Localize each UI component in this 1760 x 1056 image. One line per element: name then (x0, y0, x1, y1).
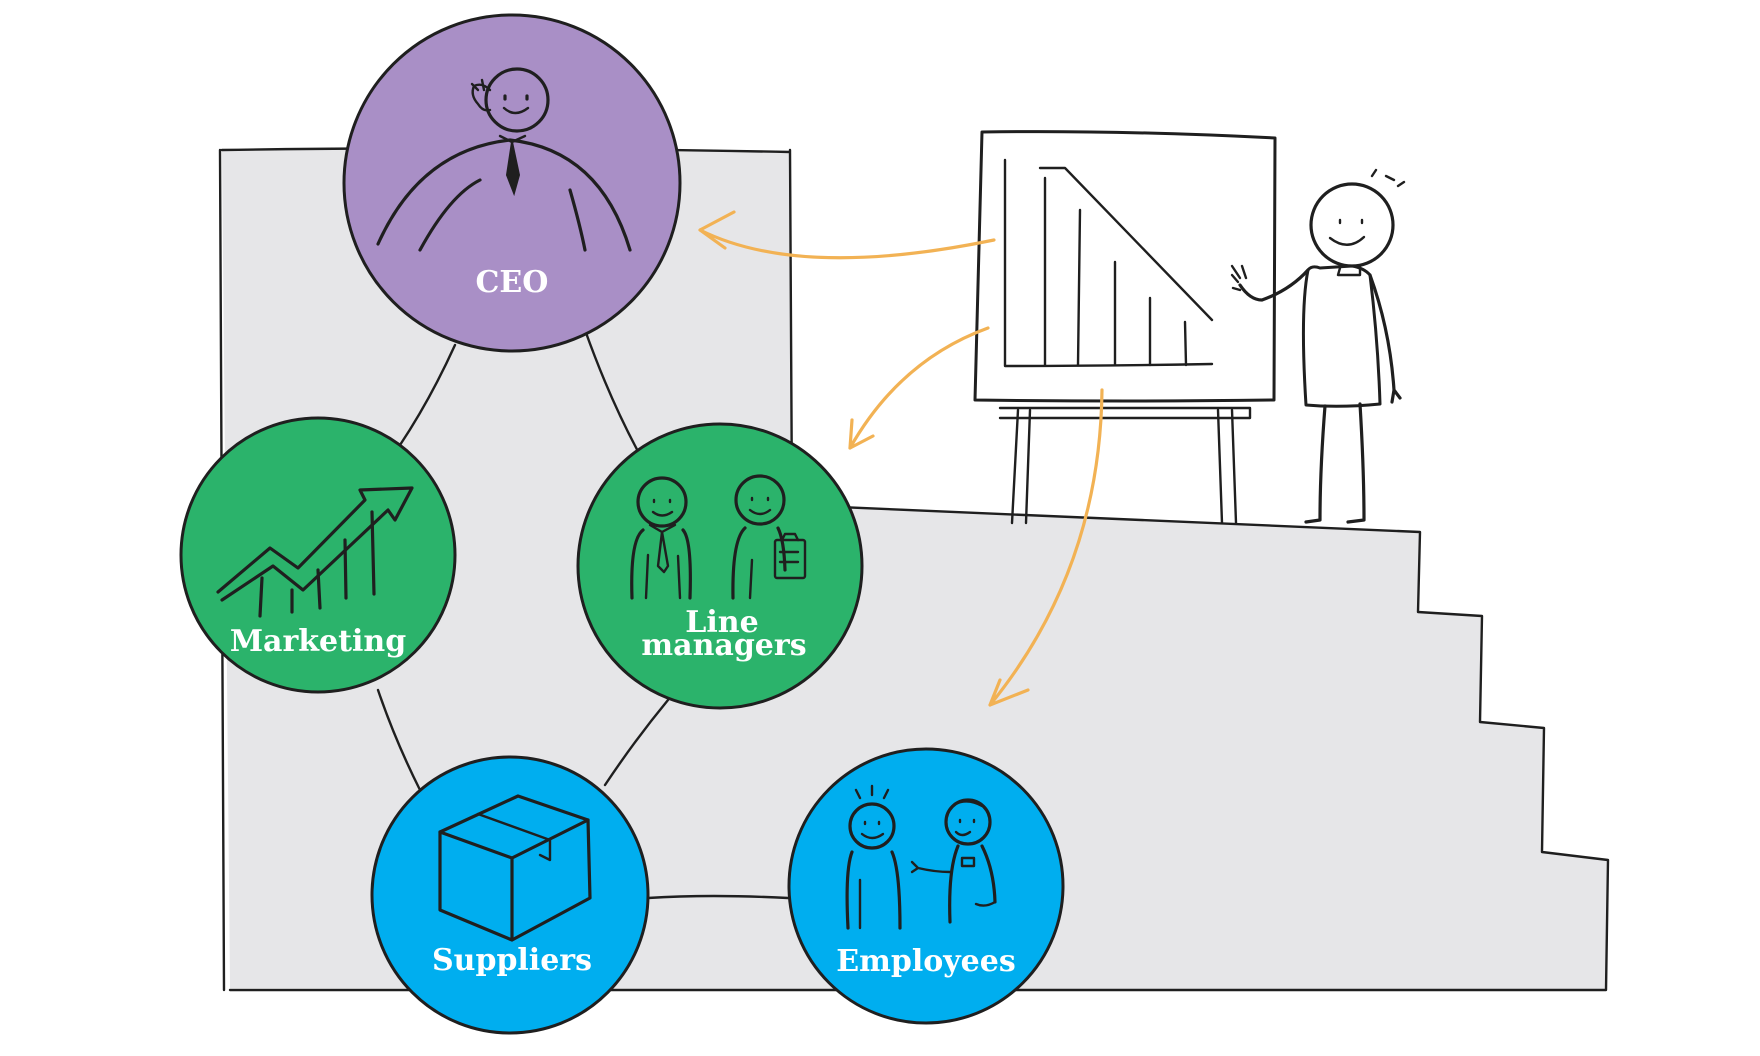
node-ceo: CEO (342, 13, 682, 353)
employees-circle (787, 747, 1065, 1025)
marketing-circle (179, 416, 457, 694)
connector-ceo-line-managers (583, 328, 642, 457)
line-managers-label-line2: managers (641, 628, 806, 663)
stick-figure-presenter-icon (973, 130, 1406, 525)
node-marketing: Marketing (179, 416, 457, 694)
suppliers-label: Suppliers (432, 943, 592, 978)
two-managers-icon (630, 474, 807, 600)
two-employees-icon (845, 784, 997, 930)
node-employees: Employees (787, 747, 1065, 1025)
marketing-label: Marketing (230, 624, 406, 659)
growth-chart-arrow-icon (216, 486, 414, 618)
node-line-managers: Line managers (576, 422, 864, 710)
employees-label: Employees (836, 944, 1016, 979)
connector-marketing-suppliers (376, 688, 422, 792)
line-managers-circle (576, 422, 864, 710)
connector-line-managers-suppliers (603, 698, 670, 787)
arrow-to-line-managers (848, 326, 990, 450)
declining-chart-flipboard-icon (973, 130, 1277, 525)
arrow-to-employees (988, 388, 1104, 707)
box-icon (438, 794, 592, 942)
executive-person-icon (376, 67, 632, 252)
arrows (698, 210, 1104, 707)
connector-ceo-marketing (398, 343, 457, 447)
arrow-to-ceo (698, 210, 996, 260)
connector-lines (376, 328, 790, 900)
connector-suppliers-employees (646, 894, 790, 900)
node-suppliers: Suppliers (370, 755, 650, 1035)
line-managers-label-line1: Line (685, 605, 758, 640)
ceo-label: CEO (476, 265, 549, 300)
